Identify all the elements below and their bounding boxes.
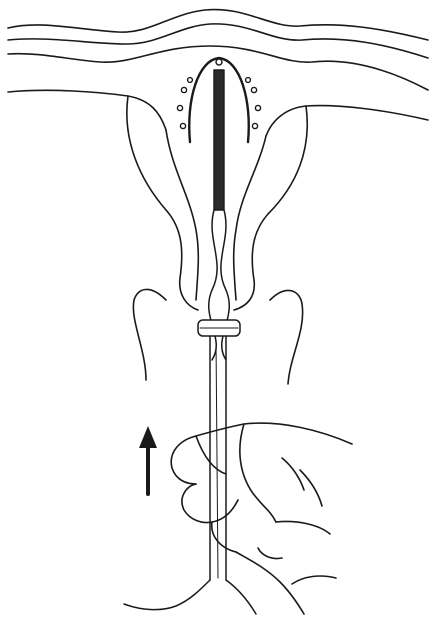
insertion-tube	[124, 210, 256, 614]
hand	[171, 423, 352, 614]
iud-copper-stem	[214, 70, 224, 210]
direction-arrow-up	[139, 426, 157, 494]
